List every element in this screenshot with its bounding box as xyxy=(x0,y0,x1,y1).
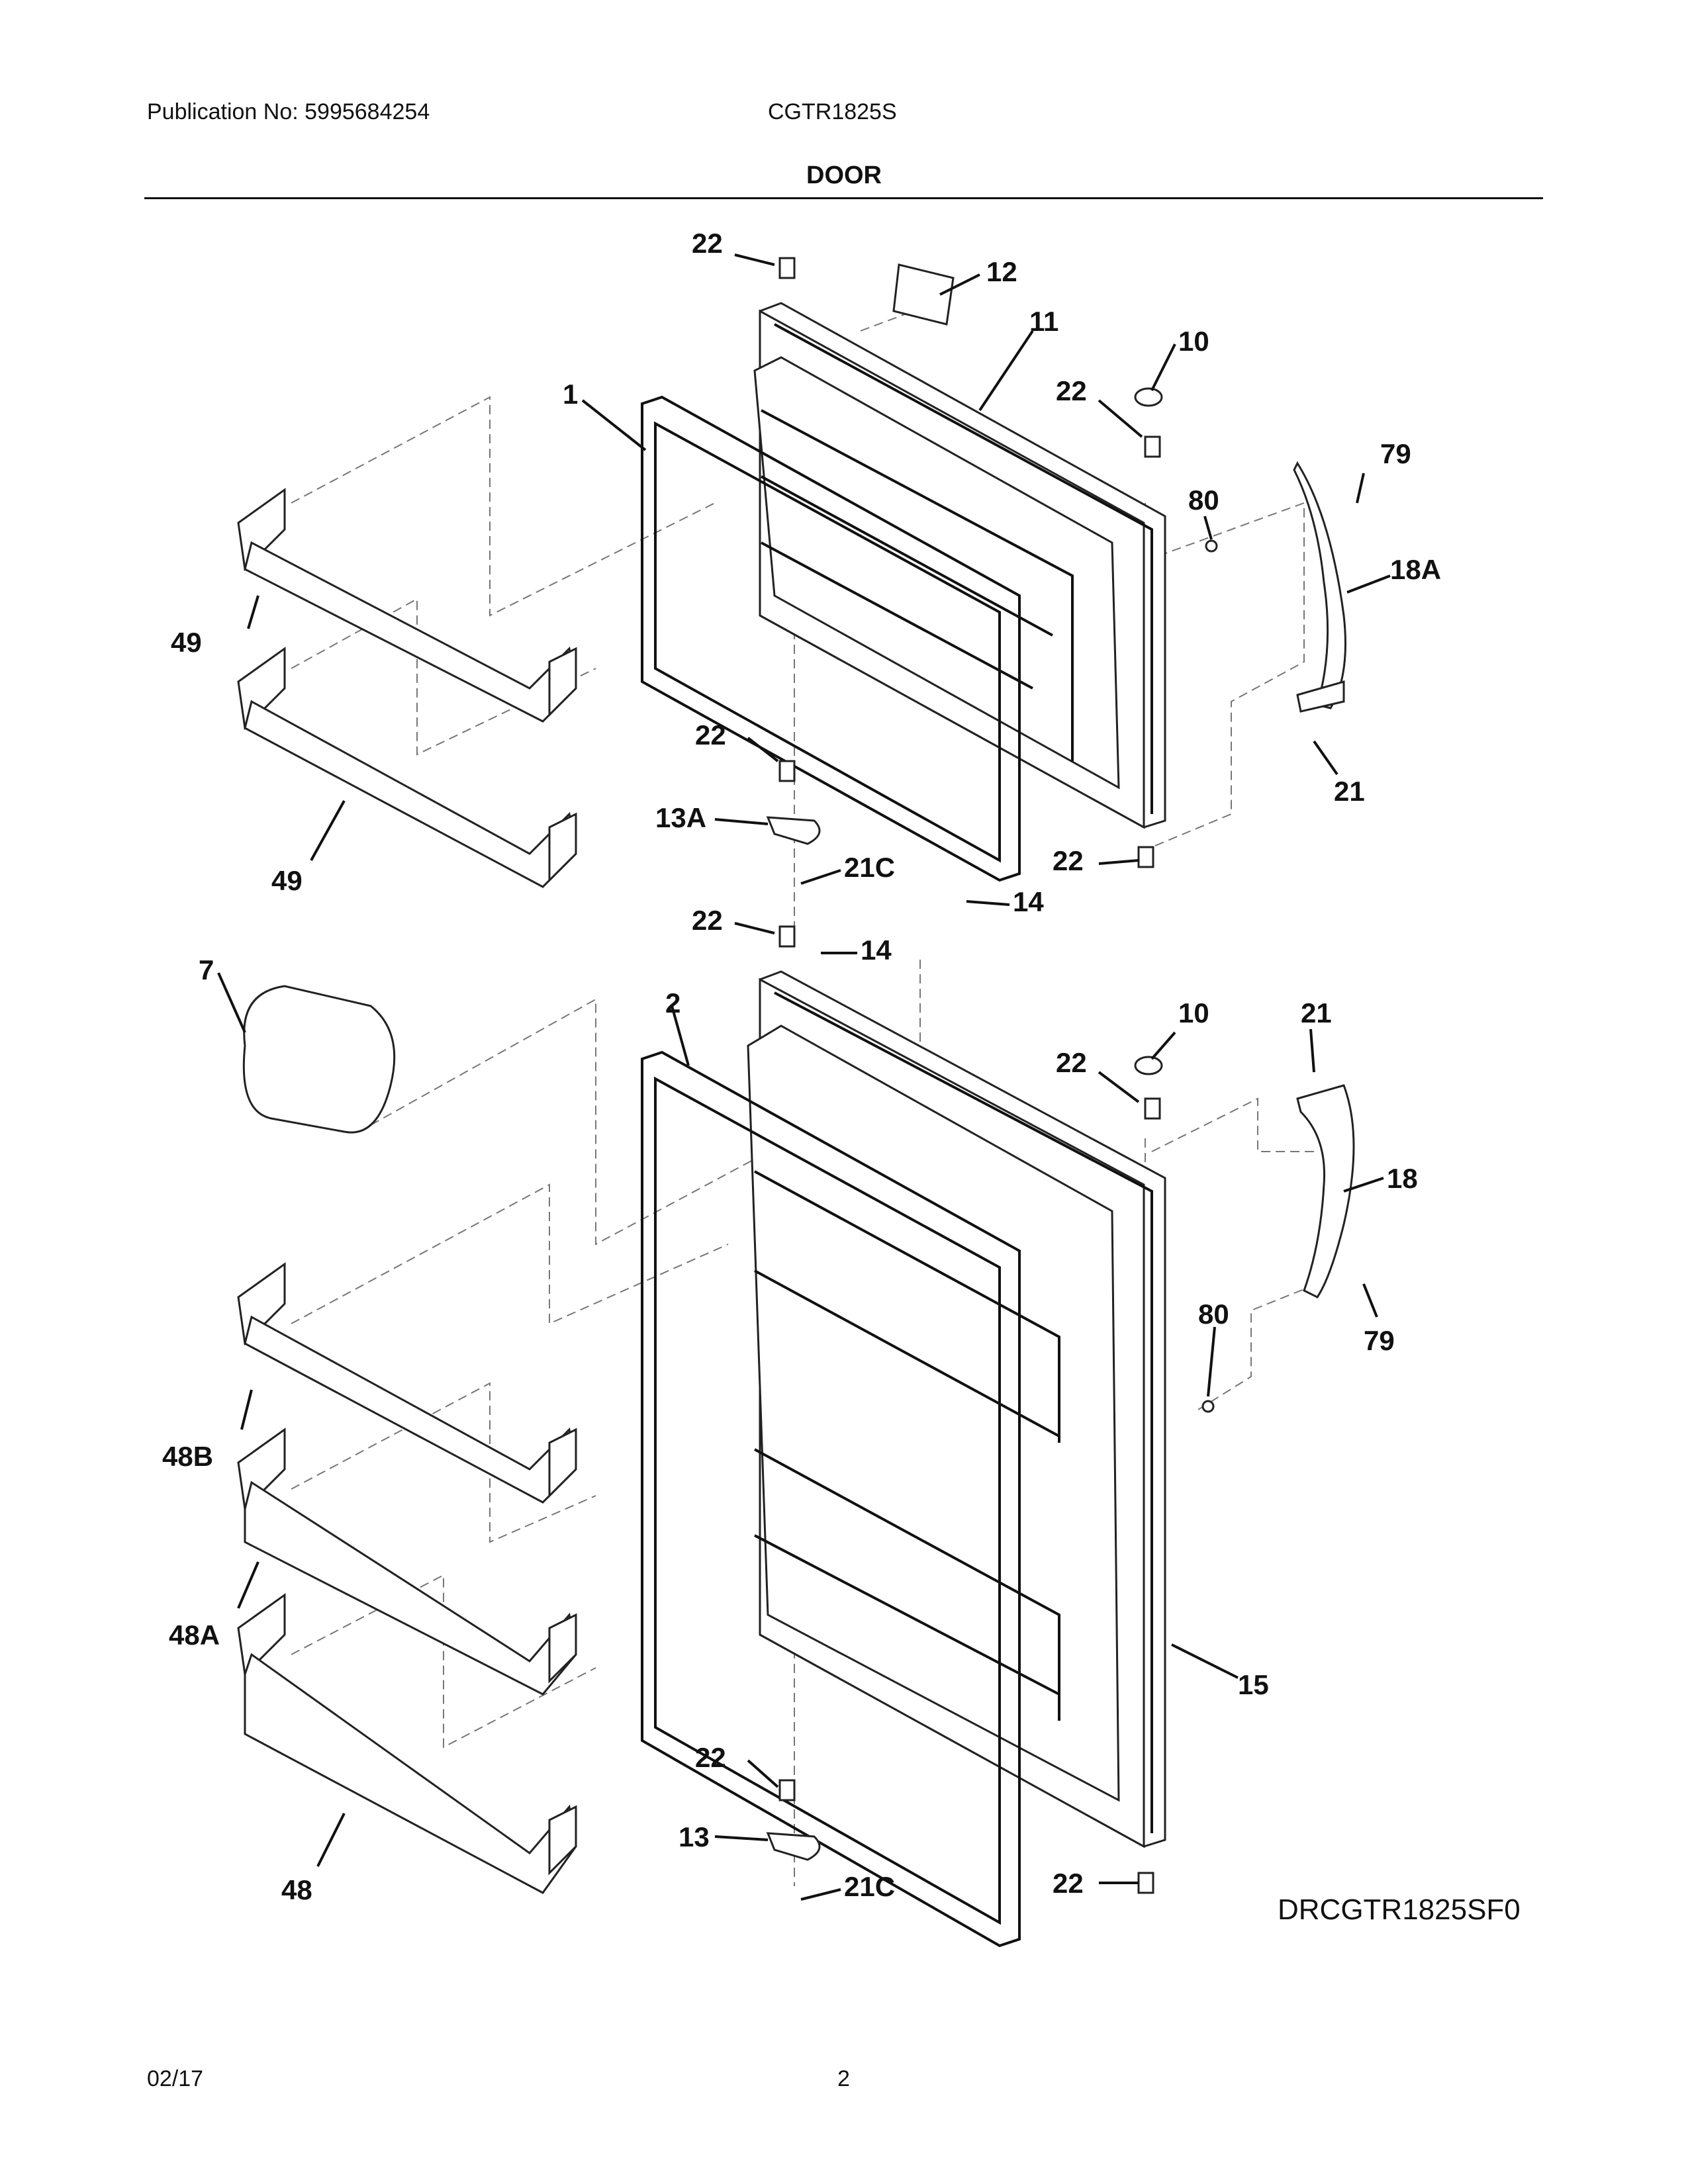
freezer-door-gasket xyxy=(641,395,1021,882)
callout-48: 48 xyxy=(281,1874,312,1905)
callout-2: 2 xyxy=(665,987,680,1019)
shelf-48 xyxy=(237,1593,577,1894)
freezer-door-assembly xyxy=(641,302,1166,882)
callout-48a: 48A xyxy=(169,1619,220,1651)
footer-page-number: 2 xyxy=(837,2066,850,2091)
shelf-48b xyxy=(237,1262,577,1504)
header-rule xyxy=(144,197,1543,199)
callout-14: 14 xyxy=(861,934,892,966)
callout-22: 22 xyxy=(1056,375,1087,406)
callout-13a: 13A xyxy=(655,802,706,833)
callout-80: 80 xyxy=(1188,484,1219,516)
callout-12: 12 xyxy=(986,256,1017,287)
fresh-food-door-gasket xyxy=(641,1050,1021,1948)
callout-48b: 48B xyxy=(162,1441,213,1472)
page-title: DOOR xyxy=(806,161,882,189)
callout-18: 18 xyxy=(1387,1163,1418,1194)
hardware xyxy=(766,257,1218,1894)
shelf-49-upper xyxy=(237,488,577,723)
callout-21: 21 xyxy=(1334,776,1365,807)
callout-49: 49 xyxy=(271,865,303,896)
callout-10: 10 xyxy=(1178,997,1209,1028)
footer-date: 02/17 xyxy=(147,2066,204,2091)
handle-18a xyxy=(1293,461,1346,709)
fresh-food-door-assembly xyxy=(641,970,1166,1948)
shelf-49-lower xyxy=(237,647,577,888)
door-shelves xyxy=(237,488,577,1894)
publication-number: Publication No: 5995684254 xyxy=(147,99,430,124)
callout-22: 22 xyxy=(1056,1047,1087,1078)
door-handles xyxy=(1293,461,1355,1298)
callout-labels: 22 12 11 10 22 1 79 80 18A 49 22 21 13A … xyxy=(162,228,1521,1926)
model-number: CGTR1825S xyxy=(768,99,897,124)
callout-22: 22 xyxy=(692,905,723,936)
diagram-code: DRCGTR1825SF0 xyxy=(1278,1893,1521,1926)
leader-lines xyxy=(217,253,1391,1901)
callout-21c: 21C xyxy=(844,852,895,883)
dairy-bin xyxy=(242,985,396,1134)
callout-11: 11 xyxy=(1029,306,1058,337)
callout-22: 22 xyxy=(1053,1868,1084,1899)
callout-22: 22 xyxy=(695,1742,726,1773)
callout-22: 22 xyxy=(695,719,726,751)
callout-10: 10 xyxy=(1178,326,1209,357)
callout-15: 15 xyxy=(1238,1669,1269,1700)
handle-18 xyxy=(1296,1084,1355,1298)
callout-22: 22 xyxy=(1053,845,1084,876)
callout-80: 80 xyxy=(1198,1298,1229,1330)
callout-14: 14 xyxy=(1013,886,1044,917)
callout-18a: 18A xyxy=(1390,554,1441,585)
shelf-48a xyxy=(237,1428,577,1696)
callout-21: 21 xyxy=(1301,997,1332,1028)
callout-7: 7 xyxy=(199,954,214,985)
callout-13: 13 xyxy=(679,1821,710,1852)
callout-1: 1 xyxy=(563,379,578,410)
callout-79: 79 xyxy=(1364,1325,1395,1356)
callout-21c: 21C xyxy=(844,1871,895,1902)
callout-22: 22 xyxy=(692,228,723,259)
callout-49: 49 xyxy=(171,627,202,658)
callout-79: 79 xyxy=(1380,438,1411,469)
